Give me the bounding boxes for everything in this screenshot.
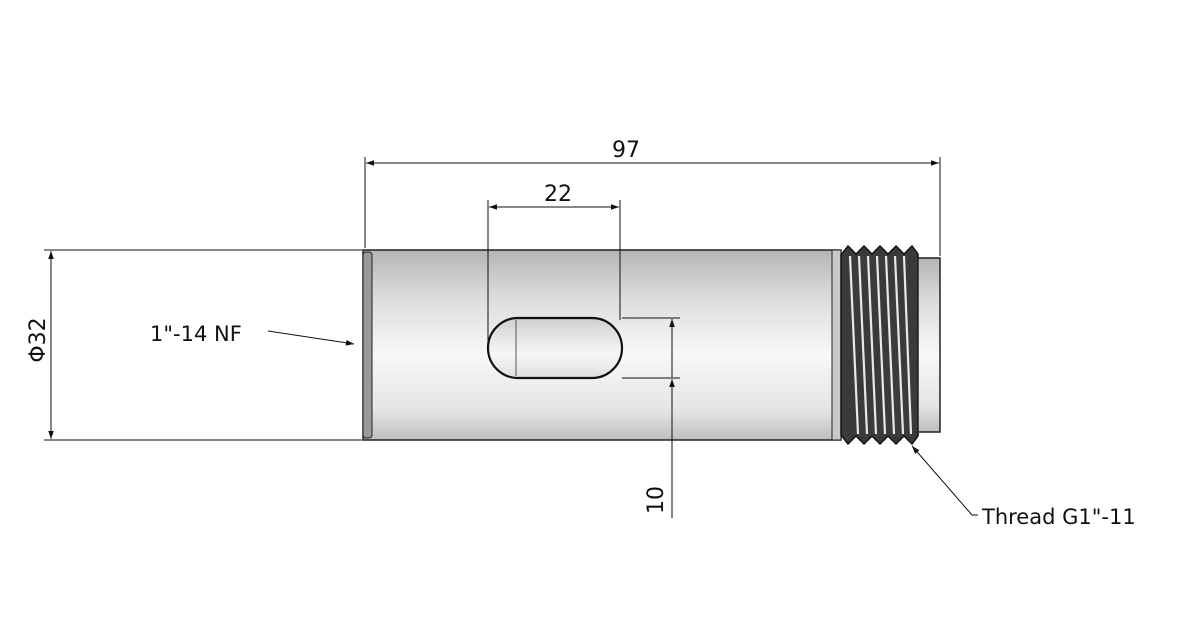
dimension-slot-offset: [622, 317, 680, 518]
callout-right-thread: Thread G1"-11: [981, 505, 1136, 529]
thread-section: [840, 244, 941, 446]
dimension-diameter-label: Φ32: [26, 317, 51, 362]
dimension-slot-length: [487, 200, 621, 346]
callout-right-thread-leader: [911, 445, 978, 516]
slot: [486, 316, 624, 380]
callout-left-thread: 1"-14 NF: [150, 322, 242, 346]
dimension-slot-length-label: 22: [544, 182, 572, 207]
callout-left-thread-leader: [267, 330, 355, 346]
dimension-overall-length-label: 97: [612, 138, 640, 163]
dimension-slot-offset-label: 10: [644, 486, 669, 514]
dimension-diameter: [44, 249, 362, 441]
dimension-overall-length: [364, 157, 941, 256]
